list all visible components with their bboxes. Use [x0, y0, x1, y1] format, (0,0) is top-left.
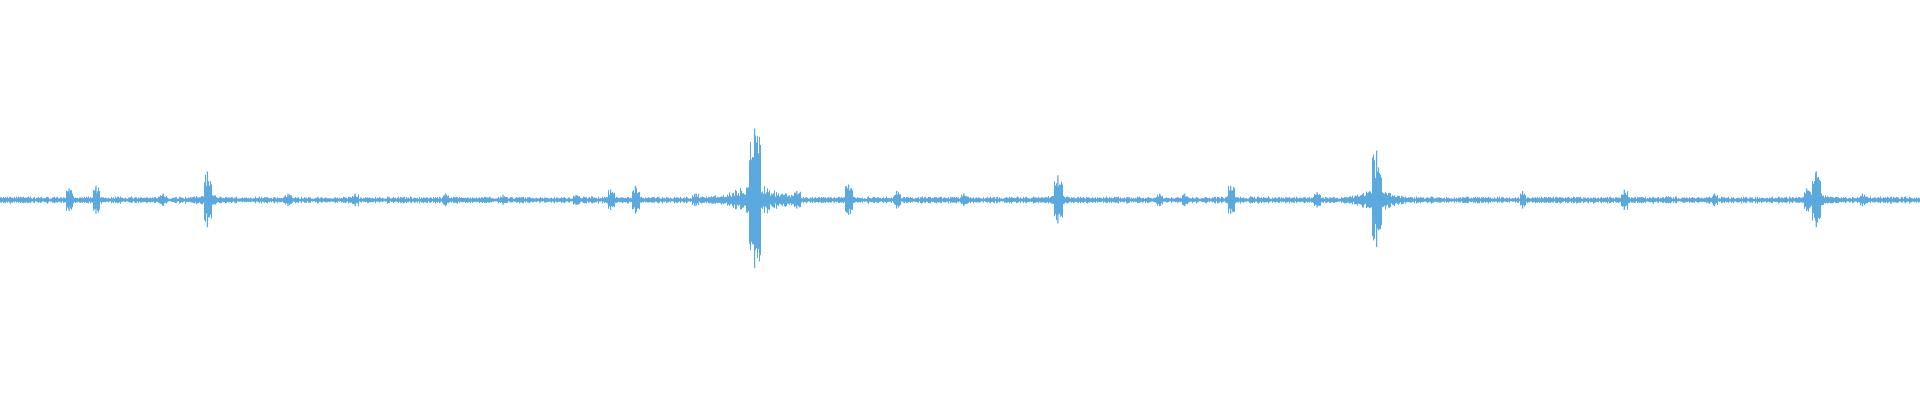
waveform-series — [0, 128, 1920, 268]
